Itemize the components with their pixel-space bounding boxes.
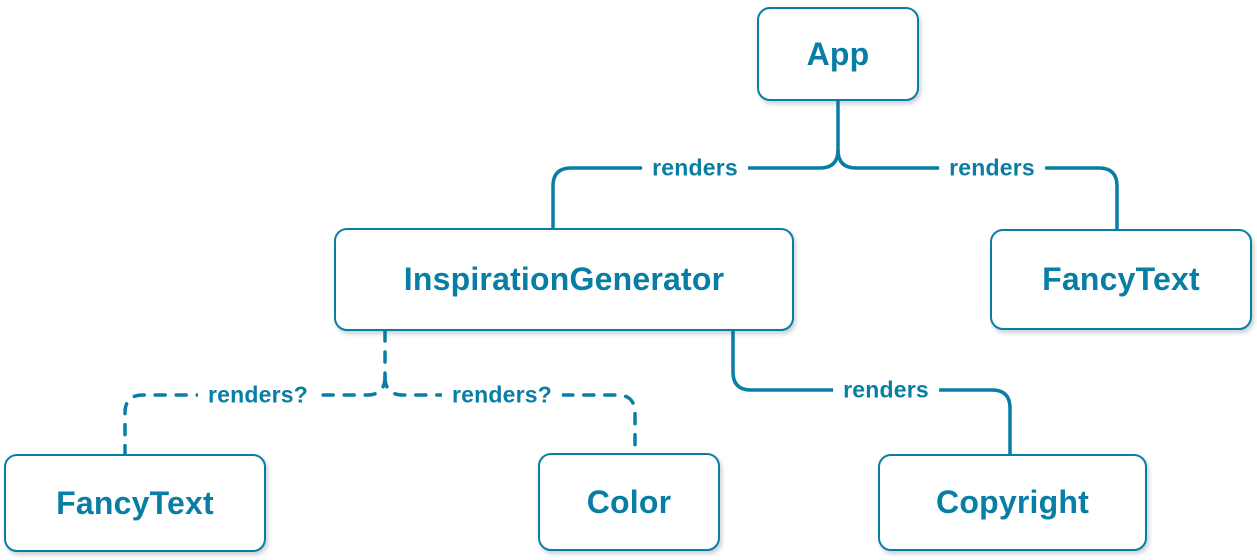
node-fancy-text-bottom: FancyText (4, 454, 266, 552)
node-fancy-text-top: FancyText (990, 229, 1252, 330)
node-color-label: Color (586, 483, 672, 520)
node-copyright-label: Copyright (936, 484, 1089, 520)
edge-label-renders-inspirationgenerator-copyright: renders (833, 374, 939, 406)
edge-label-renders-inspirationgenerator-color: renders? (441, 379, 563, 411)
node-fancy-text-top-label: FancyText (1042, 261, 1200, 297)
edge-app-inspirationgenerator (551, 149, 840, 229)
edge-app-fancytext (836, 149, 1119, 230)
edge-label-renders-app-fancytext: renders (939, 152, 1045, 184)
node-inspiration-generator-label: InspirationGenerator (403, 261, 725, 297)
edge-inspirationgenerator-fancytext (123, 375, 387, 457)
edge-inspirationgenerator-color (383, 375, 637, 456)
node-app-label: App (806, 35, 870, 72)
node-inspiration-generator: InspirationGenerator (334, 228, 794, 331)
node-app: App (757, 7, 919, 101)
edge-label-renders-app-inspirationgenerator: renders (642, 152, 748, 184)
node-fancy-text-bottom-label: FancyText (56, 484, 214, 521)
node-copyright: Copyright (878, 454, 1147, 551)
node-color: Color (538, 453, 720, 551)
edge-label-renders-inspirationgenerator-fancytext: renders? (197, 379, 319, 411)
